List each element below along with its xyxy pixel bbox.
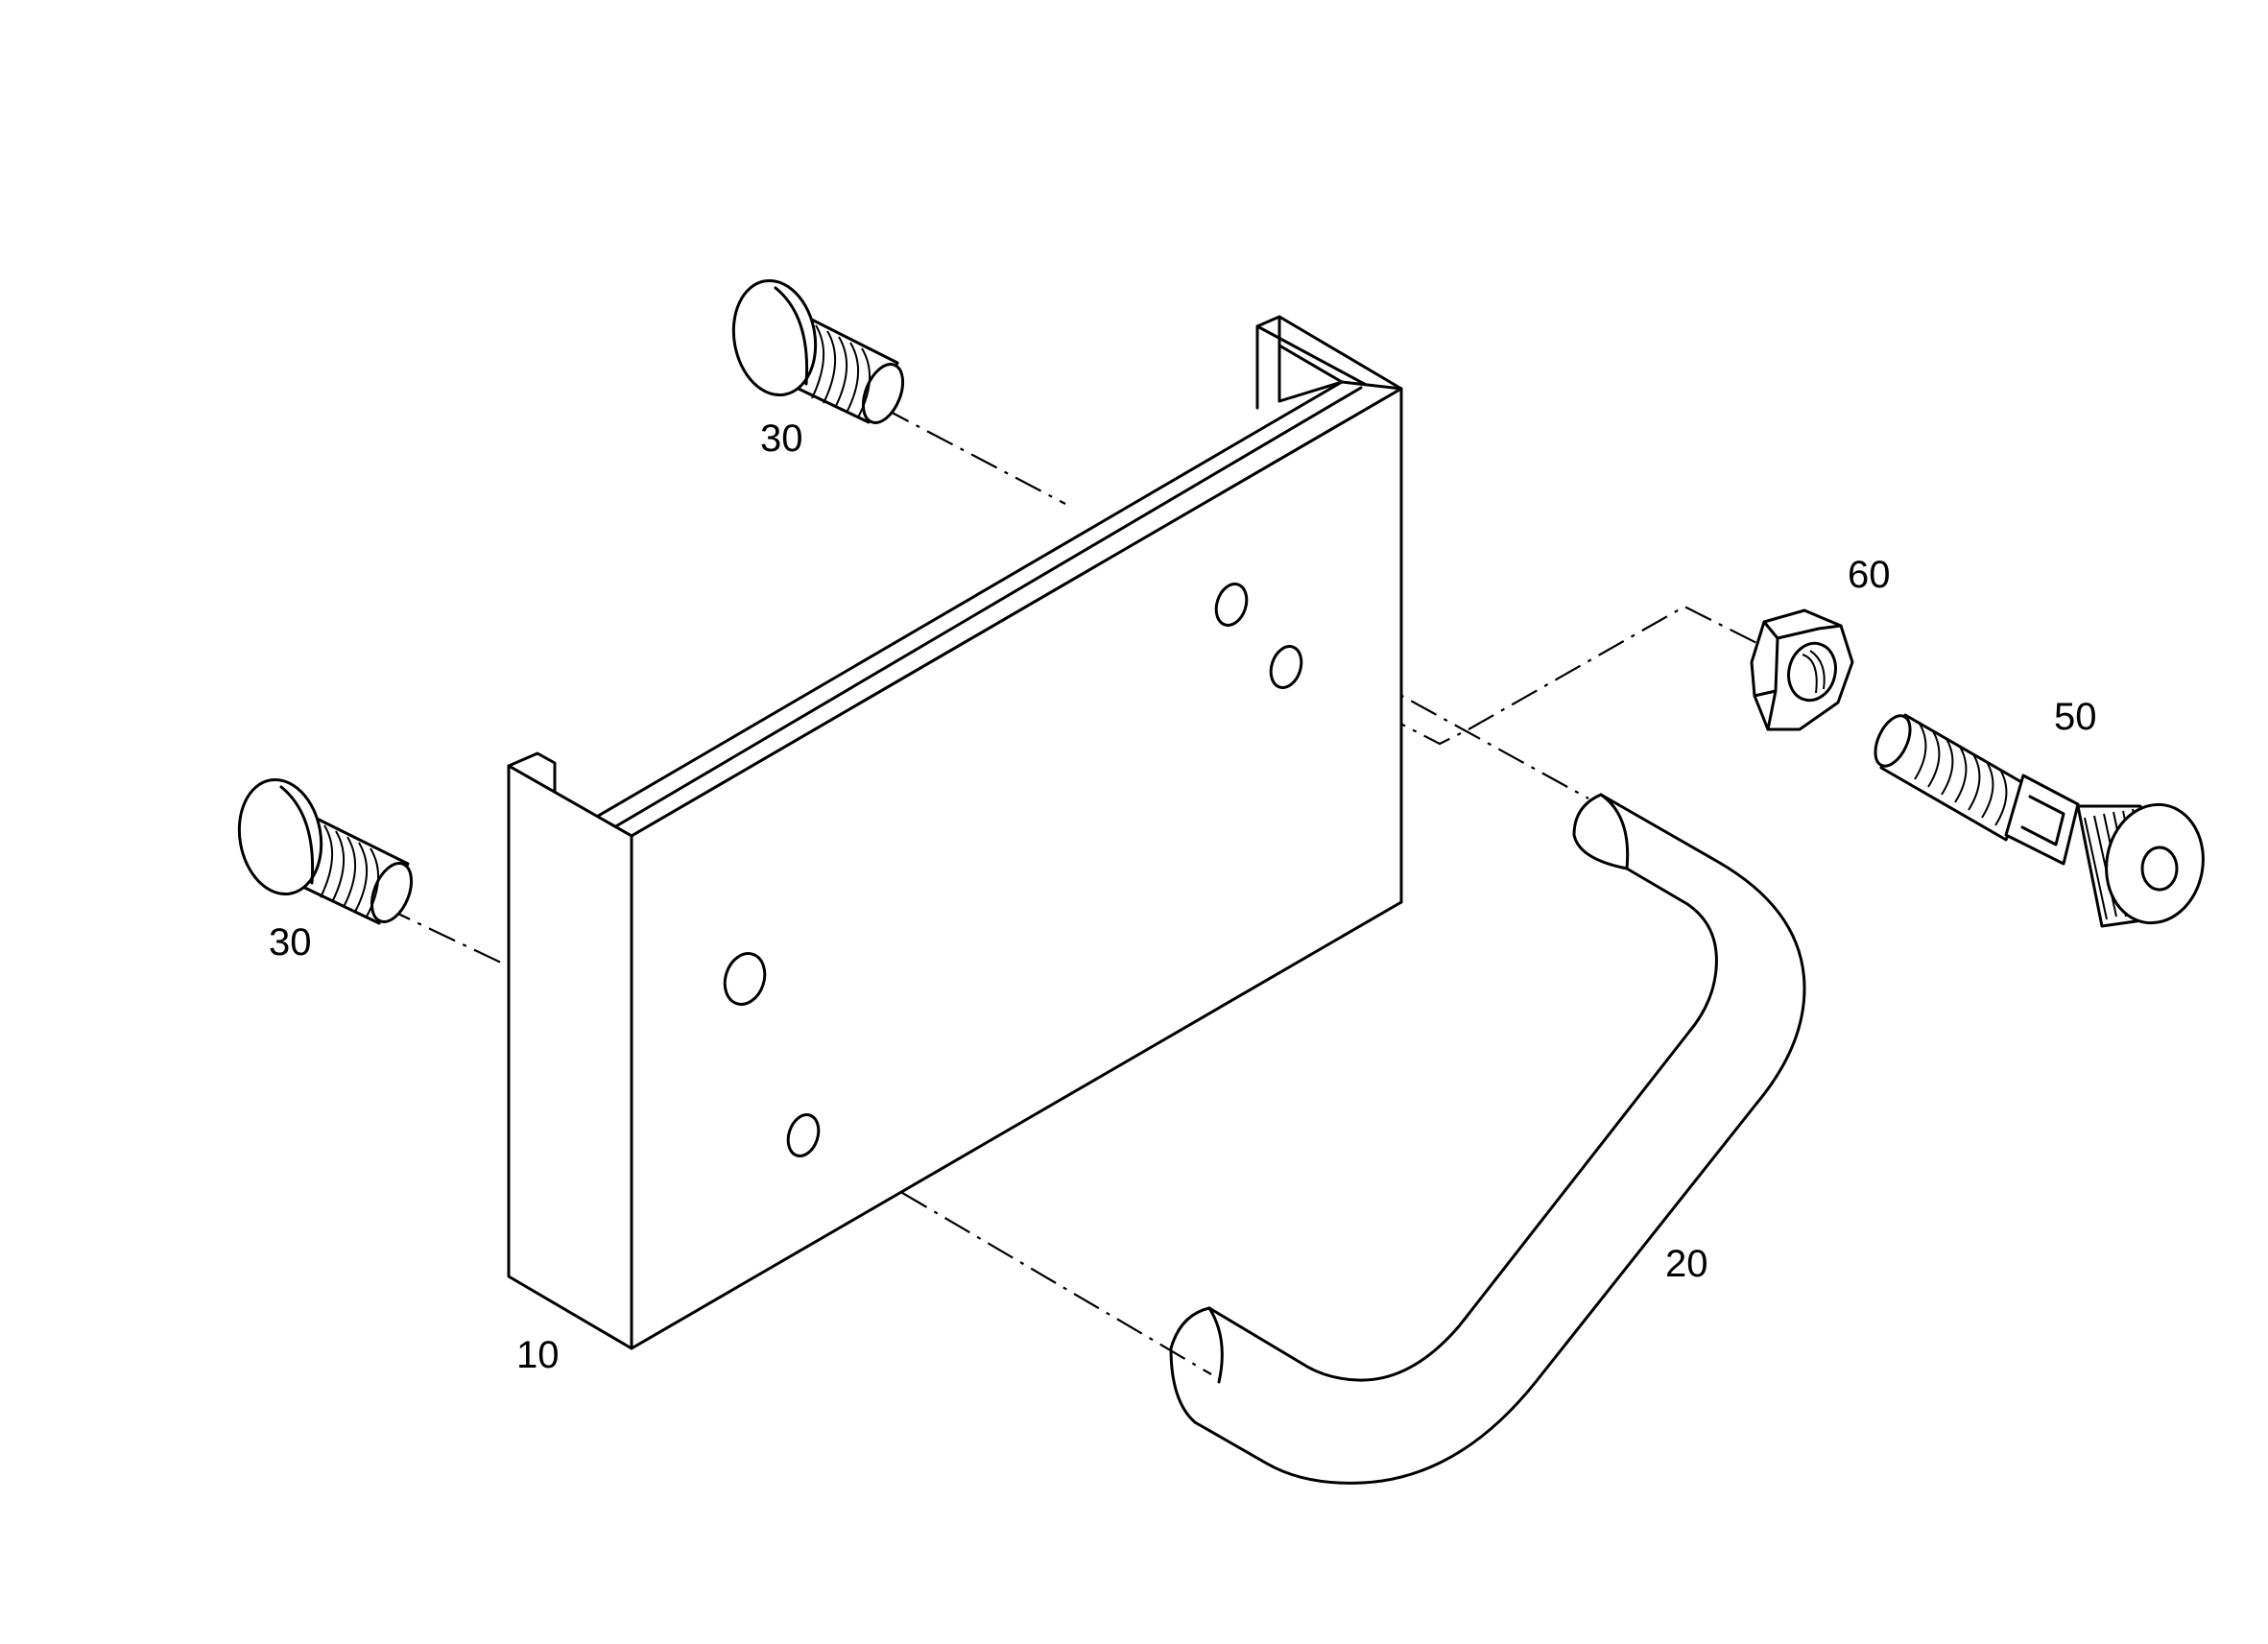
handle-part-20 [1169,793,1806,1485]
callout-labels: 10 20 30 30 50 60 [269,417,2097,1376]
callout-screw-top: 30 [760,417,803,460]
callout-bracket: 10 [516,1334,560,1376]
handle-outer-edge [1193,793,1806,1485]
plunger-tip [1874,714,1912,768]
centerline-top-screw [882,407,1066,505]
bracket-hole-large-left [723,952,767,1006]
plunger-knob-center [2140,846,2179,892]
nut-part-60 [1750,608,1854,731]
plunger-threads [1914,723,2008,826]
handle-lower-end [1169,1306,1211,1424]
screw-top-tip [861,363,905,424]
screw-left-tip [370,862,414,923]
screw-top-part-30 [731,278,905,424]
bracket-hole-lower-left [786,1113,821,1157]
screw-left-threads [320,824,380,917]
callout-nut: 60 [1848,554,1891,596]
handle-upper-end [1572,793,1629,870]
screw-top-head-bevel [774,286,809,386]
screw-top-threads [811,324,871,418]
nut-hex-face-edge [1753,620,1843,731]
callout-plunger: 50 [2054,696,2097,738]
bracket-front-face [630,387,1403,1350]
callout-screw-left: 30 [269,921,312,964]
handle-inner-edge [1207,867,1718,1382]
plunger-part-50 [1874,713,2205,928]
handle-upper-end-rim [1599,793,1630,870]
plunger-hex-collar [2004,774,2080,866]
handle-lower-end-rim [1207,1306,1224,1384]
bracket-part-10 [507,315,1403,1350]
callout-handle: 20 [1665,1243,1708,1285]
nut-thread-marks [1802,650,1826,694]
screw-left-head-bevel [279,785,315,885]
bracket-left-face [507,764,633,1350]
bracket-hole-upper-right [1214,583,1249,627]
bracket-hole-mid-right [1269,645,1303,689]
plunger-collar-slot [2020,795,2065,846]
centerline-left-screw [383,906,502,964]
screw-left-part-30 [237,777,414,925]
